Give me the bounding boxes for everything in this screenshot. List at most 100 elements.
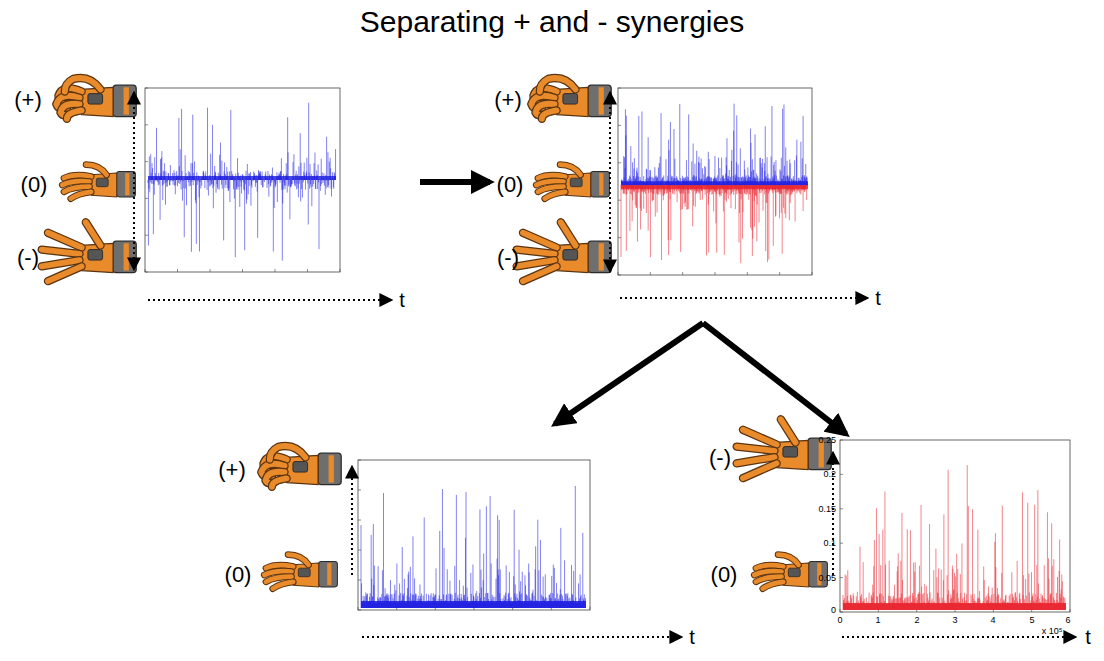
robot-hand <box>42 222 137 281</box>
dotted-axis-arrow <box>351 466 353 575</box>
tick-mark <box>715 272 716 275</box>
dotted-axis-arrow <box>609 92 611 272</box>
state-label: (0) <box>21 174 48 196</box>
axis-label: t <box>399 290 405 310</box>
tick-mark <box>840 474 843 475</box>
state-label: (-) <box>17 247 39 269</box>
tick-mark <box>840 577 843 578</box>
dotted-axis-arrow <box>148 299 392 301</box>
tick-mark <box>358 607 359 610</box>
signal-plot <box>840 440 1070 612</box>
plot-frame <box>145 88 340 272</box>
state-label: (+) <box>218 459 246 481</box>
robot-hand <box>754 555 827 589</box>
tick-mark <box>145 198 148 199</box>
signal-band <box>361 601 586 608</box>
tick-mark <box>840 440 843 441</box>
positive-signal <box>148 103 336 261</box>
tick-label: 4 <box>990 616 995 625</box>
robot-hand <box>531 78 611 119</box>
tick-mark <box>358 580 361 581</box>
tick-label: 0.1 <box>823 539 836 548</box>
signal-plot <box>618 88 812 275</box>
tick-label: 5 <box>1029 616 1034 625</box>
robot-hand <box>536 165 609 199</box>
tick-mark <box>840 508 843 509</box>
plot-frame <box>358 460 590 610</box>
signal-plot <box>358 460 590 610</box>
robot-hand <box>264 555 337 589</box>
negative-signal <box>621 185 808 263</box>
tick-label: 0 <box>837 616 842 625</box>
robot-hand <box>517 222 612 281</box>
tick-mark <box>275 269 276 272</box>
tick-label: 1 <box>875 616 880 625</box>
state-label: (-) <box>497 247 519 269</box>
axis-label: t <box>875 288 881 308</box>
tick-mark <box>358 490 361 491</box>
signal-band <box>148 176 336 180</box>
robot-hand <box>261 446 341 487</box>
state-label: (0) <box>497 174 524 196</box>
flow-arrow <box>555 323 703 424</box>
tick-mark <box>618 200 621 201</box>
negative-signal <box>843 465 1065 610</box>
title: Separating + and - synergies <box>360 7 744 37</box>
tick-mark <box>682 272 683 275</box>
tick-label: 0.05 <box>818 574 836 583</box>
flow-arrow <box>420 179 490 185</box>
tick-mark <box>618 162 621 163</box>
tick-mark <box>618 272 619 275</box>
tick-label: 0.2 <box>823 470 836 479</box>
dotted-axis-arrow <box>842 636 1076 638</box>
tick-label: 6 <box>1065 616 1070 625</box>
state-label: (0) <box>225 564 252 586</box>
dotted-axis-arrow <box>620 297 868 299</box>
tick-mark <box>812 272 813 275</box>
tick-mark <box>650 272 651 275</box>
flow-arrow <box>703 323 846 434</box>
robot-hand <box>56 78 136 119</box>
tick-mark <box>840 543 843 544</box>
tick-mark <box>358 460 361 461</box>
tick-mark <box>618 237 621 238</box>
state-label: (+) <box>494 89 522 111</box>
positive-signal <box>621 104 808 186</box>
plot-frame <box>840 440 1070 612</box>
state-label: (+) <box>14 89 42 111</box>
signal-plot <box>145 88 340 272</box>
tick-mark <box>145 88 148 89</box>
tick-label: 0.25 <box>818 436 836 445</box>
tick-mark <box>145 235 148 236</box>
signal-band <box>621 181 808 185</box>
tick-mark <box>779 272 780 275</box>
tick-mark <box>840 612 843 613</box>
positive-signal <box>361 486 585 608</box>
state-label: (-) <box>709 447 731 469</box>
tick-mark <box>145 161 148 162</box>
tick-label: 0 <box>831 606 836 615</box>
tick-mark <box>358 550 361 551</box>
tick-mark <box>177 269 178 272</box>
tick-mark <box>840 609 841 612</box>
tick-mark <box>590 607 591 610</box>
state-label: (0) <box>711 564 738 586</box>
tick-label: 2 <box>914 616 919 625</box>
tick-mark <box>618 125 621 126</box>
axis-label: t <box>1085 627 1091 647</box>
tick-mark <box>210 269 211 272</box>
tick-mark <box>358 610 361 611</box>
tick-label: x 10⁵ <box>1042 627 1063 636</box>
tick-mark <box>747 272 748 275</box>
tick-mark <box>618 88 621 89</box>
tick-mark <box>358 520 361 521</box>
tick-label: 3 <box>952 616 957 625</box>
tick-mark <box>145 272 148 273</box>
tick-mark <box>307 269 308 272</box>
tick-mark <box>618 275 621 276</box>
robot-hand <box>62 165 135 199</box>
dotted-axis-arrow <box>362 636 682 638</box>
dotted-axis-arrow <box>133 92 135 270</box>
tick-mark <box>1070 609 1071 612</box>
